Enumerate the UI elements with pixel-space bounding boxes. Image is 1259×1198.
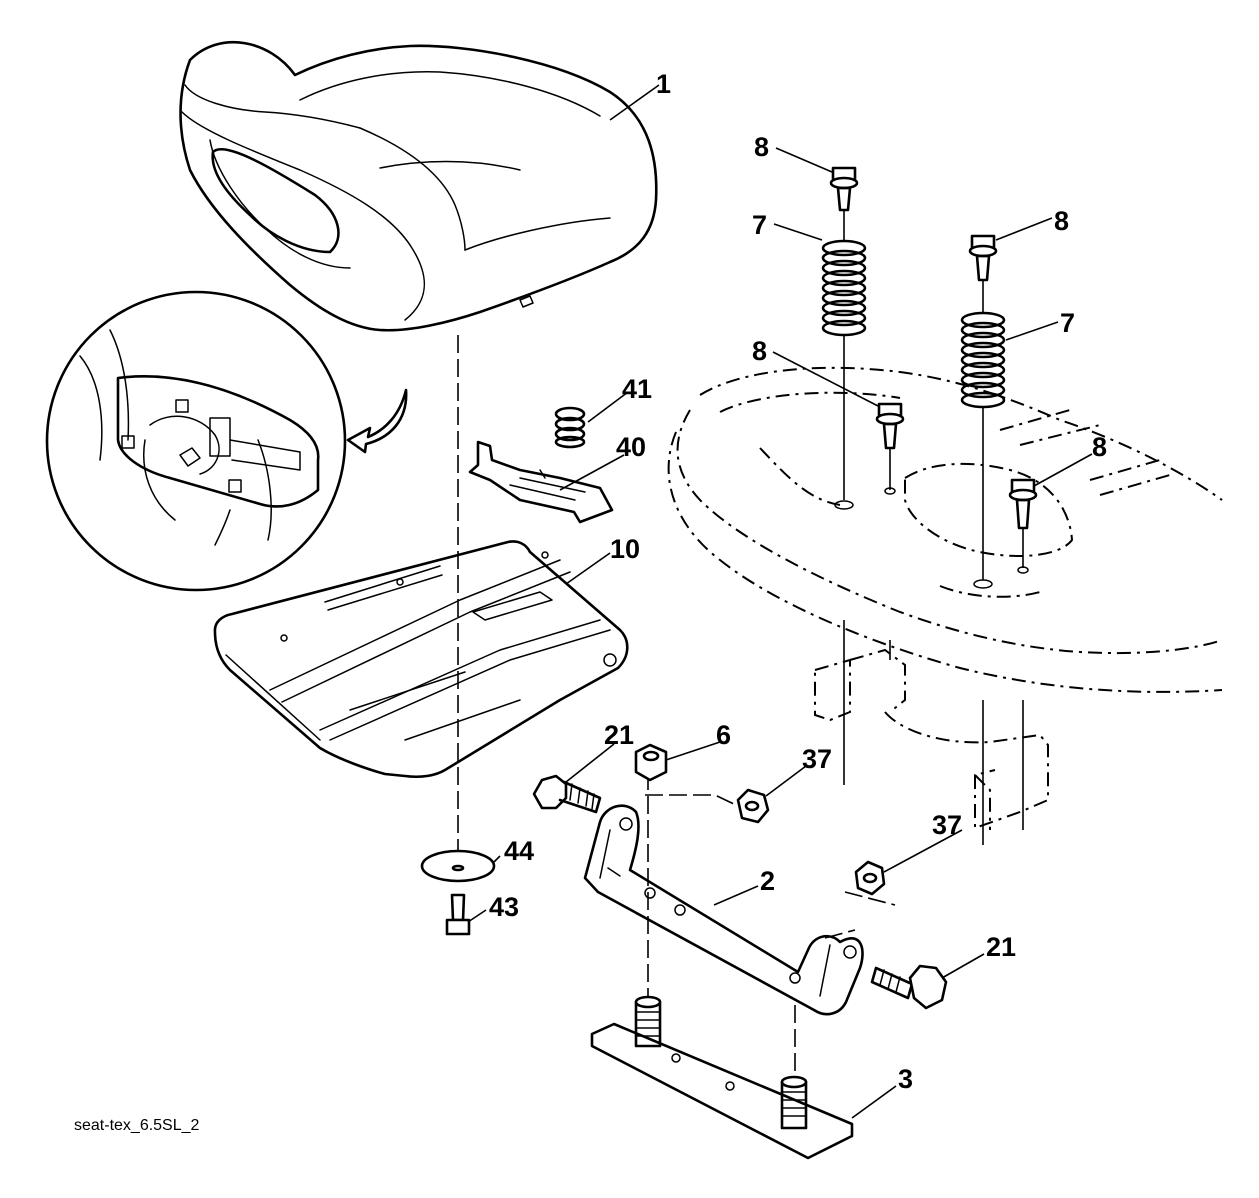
seat-pan [213, 540, 629, 779]
callout-37: 37 [802, 744, 832, 774]
callout-40: 40 [616, 432, 646, 462]
small-bolt [445, 893, 471, 936]
diagram-id-caption: seat-tex_6.5SL_2 [74, 1117, 200, 1134]
callout-8: 8 [752, 336, 767, 366]
callout-3: 3 [898, 1064, 913, 1094]
callout-21: 21 [986, 932, 1016, 962]
bolt-centerlines [834, 210, 1029, 845]
center-axis [457, 335, 896, 1080]
bolt-top-right [968, 234, 998, 282]
callout-7: 7 [1060, 308, 1075, 338]
shoulder-bolt-right [870, 964, 948, 1010]
bolt-top-left [829, 166, 859, 212]
callout-41: 41 [622, 374, 652, 404]
callout-37: 37 [932, 810, 962, 840]
small-spring [554, 406, 586, 449]
callout-43: 43 [489, 892, 519, 922]
seat [179, 40, 658, 332]
chassis-frame-outline [667, 366, 1223, 830]
callout-2: 2 [760, 866, 775, 896]
shoulder-bolt-left [532, 774, 602, 814]
base-plate [590, 995, 854, 1160]
callout-8: 8 [1054, 206, 1069, 236]
bolt-mid-right [1008, 478, 1038, 530]
nut-37-lower [854, 860, 886, 896]
nut-37-upper [736, 788, 770, 824]
callout-10: 10 [610, 534, 640, 564]
callout-7: 7 [752, 210, 767, 240]
spring-right [960, 311, 1006, 409]
nut-top [634, 743, 668, 782]
callout-1: 1 [656, 69, 671, 99]
washer [420, 849, 496, 883]
spring-left [821, 239, 867, 337]
bolt-mid-left [875, 402, 905, 450]
callout-8: 8 [1092, 432, 1107, 462]
callout-44: 44 [504, 836, 534, 866]
callout-8: 8 [754, 132, 769, 162]
mounting-bracket [583, 804, 864, 1016]
latch-plate [468, 440, 614, 524]
callout-21: 21 [604, 720, 634, 750]
detail-inset-circle [45, 290, 408, 592]
leader-lines [467, 84, 1093, 1119]
callout-6: 6 [716, 720, 731, 750]
callout-labels: 1 8 7 8 7 8 8 41 40 10 21 6 37 37 44 43 … [489, 69, 1107, 1094]
